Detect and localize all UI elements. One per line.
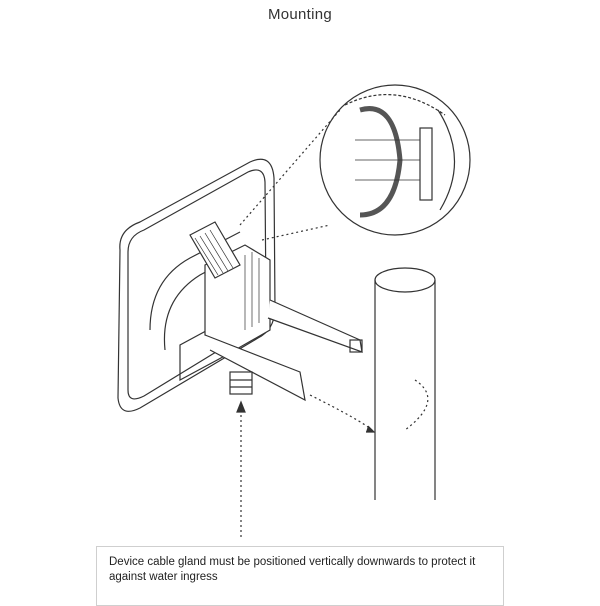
cable-gland — [229, 371, 253, 395]
diagram-title: Mounting — [267, 6, 333, 23]
cable-gland-note: Device cable gland must be positioned ve… — [96, 546, 504, 606]
rotation-arrow — [309, 394, 373, 431]
mounting-bracket — [189, 221, 363, 402]
pole — [374, 267, 436, 500]
detail-callout — [239, 84, 471, 241]
